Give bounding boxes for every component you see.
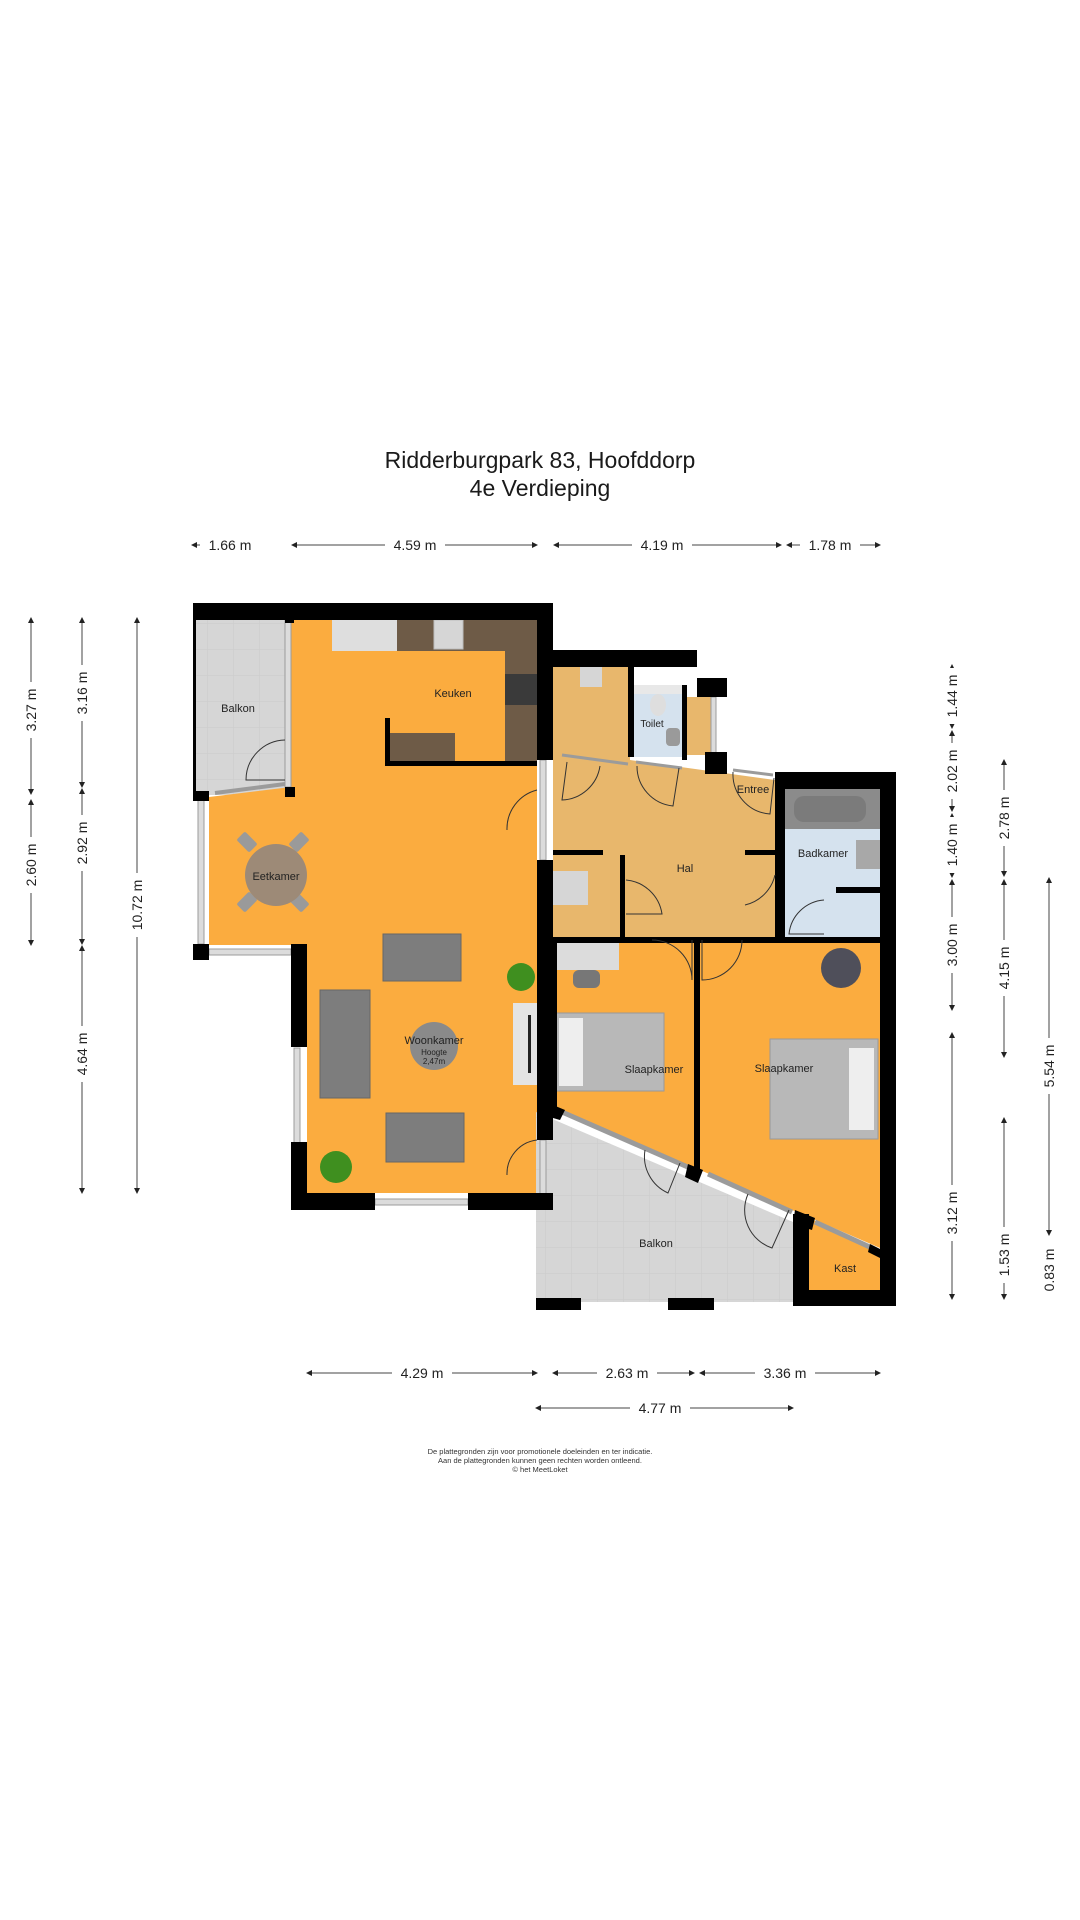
armchair-icon (821, 948, 861, 988)
hand-sink-icon (666, 728, 680, 746)
sofa-top-icon (382, 933, 462, 982)
dim-right-7: 4.15 m (996, 947, 1012, 990)
dim-top-2: 4.59 m (394, 537, 437, 553)
dim-left-4: 2.92 m (74, 822, 90, 865)
sink-icon (433, 619, 464, 650)
door-toilet (636, 765, 680, 807)
dim-right-1: 1.44 m (944, 675, 960, 718)
door-bedroom-2 (701, 939, 743, 981)
bathtub-inner (794, 796, 866, 822)
dim-left-6: 10.72 m (129, 880, 145, 931)
room-height-label: Hoogte (421, 1048, 447, 1057)
door-living-balcony (506, 1139, 538, 1176)
dim-bottom-4: 4.77 m (639, 1400, 682, 1416)
door-hal-east (744, 874, 776, 906)
tv-cabinet-icon (513, 1003, 537, 1085)
address-title: Ridderburgpark 83, Hoofddorp (384, 447, 696, 473)
copyright: © het MeetLoket (512, 1465, 568, 1474)
kast-floor (809, 1218, 880, 1290)
dim-left-2: 2.60 m (23, 844, 39, 887)
door-living-east (506, 789, 538, 831)
room-label-entree: Entree (737, 784, 769, 796)
door-swings (245, 739, 825, 1249)
door-storage (625, 879, 663, 915)
room-label-woonkamer: Woonkamer (404, 1035, 463, 1047)
toilet-cistern (634, 685, 682, 694)
sofa-left-icon (319, 989, 371, 1099)
room-label-kast: Kast (834, 1263, 856, 1275)
plant-icon (320, 1151, 352, 1183)
room-label-balkon-bottom: Balkon (639, 1238, 673, 1250)
dim-right-10: 0.83 m (1041, 1249, 1057, 1292)
room-label-hal: Hal (677, 863, 694, 875)
dim-left-1: 3.27 m (23, 689, 39, 732)
coffee-table-icon (410, 1022, 458, 1070)
room-height-value: 2,47m (423, 1057, 446, 1066)
balcony-bottom-floor (536, 1112, 793, 1302)
furniture (237, 619, 880, 1183)
plant-icon (507, 963, 535, 991)
door-bedroom-1 (651, 939, 693, 981)
dim-top-3: 4.19 m (641, 537, 684, 553)
dim-top-1: 1.66 m (209, 537, 252, 553)
room-label-slaapkamer-2: Slaapkamer (755, 1063, 814, 1075)
door-bedroom-1-balcony (643, 1149, 681, 1194)
door-bedroom-2-balcony (744, 1193, 790, 1249)
room-labels: Balkon Keuken Eetkamer Woonkamer Hoogte … (221, 688, 856, 1275)
sofa-bottom-icon (385, 1112, 465, 1163)
dim-right-5: 3.12 m (944, 1192, 960, 1235)
kitchen-island (390, 733, 455, 761)
dim-bottom-1: 4.29 m (401, 1365, 444, 1381)
dim-left-3: 3.16 m (74, 672, 90, 715)
dim-left-5: 4.64 m (74, 1033, 90, 1076)
room-label-keuken: Keuken (434, 688, 471, 700)
pillow-icon (559, 1018, 583, 1086)
door-balcony-left (245, 739, 286, 781)
dim-right-3: 1.40 m (944, 824, 960, 867)
door-utility (561, 761, 601, 801)
room-label-eetkamer: Eetkamer (252, 871, 299, 883)
dim-right-4: 3.00 m (944, 924, 960, 967)
room-label-slaapkamer-1: Slaapkamer (625, 1064, 684, 1076)
tv-icon (528, 1015, 531, 1073)
door-entree (732, 771, 775, 815)
disclaimer-line-2: Aan de plattegronden kunnen geen rechten… (438, 1456, 642, 1465)
storage-shelf-icon (553, 871, 588, 905)
chair-icon (573, 970, 600, 988)
desk-icon (553, 943, 619, 970)
dim-right-2: 2.02 m (944, 750, 960, 793)
fridge-icon (332, 619, 397, 651)
walls (193, 603, 896, 1310)
floor-title: 4e Verdieping (469, 475, 611, 501)
dim-right-6: 2.78 m (996, 797, 1012, 840)
washing-machine-icon (580, 667, 602, 687)
door-bath-toilet (788, 899, 825, 935)
washbasin-icon (856, 840, 880, 869)
room-label-balkon-left: Balkon (221, 703, 255, 715)
dim-right-9: 5.54 m (1041, 1045, 1057, 1088)
disclaimer-line-1: De plattegronden zijn voor promotionele … (427, 1447, 653, 1456)
dining-table-icon (237, 832, 309, 912)
dimension-labels: 1.66 m 4.59 m 4.19 m 1.78 m 4.29 m 2.63 … (21, 535, 1059, 1418)
dim-top-4: 1.78 m (809, 537, 852, 553)
pillow-icon (849, 1048, 874, 1130)
dim-right-8: 1.53 m (996, 1234, 1012, 1277)
dim-bottom-3: 3.36 m (764, 1365, 807, 1381)
toilet-bowl-icon (650, 694, 666, 716)
stove-icon (505, 674, 537, 705)
room-label-toilet: Toilet (640, 719, 664, 730)
balcony-left-floor (195, 620, 285, 795)
dim-bottom-2: 2.63 m (606, 1365, 649, 1381)
room-label-badkamer: Badkamer (798, 848, 848, 860)
meter-cupboard-floor (687, 697, 711, 755)
